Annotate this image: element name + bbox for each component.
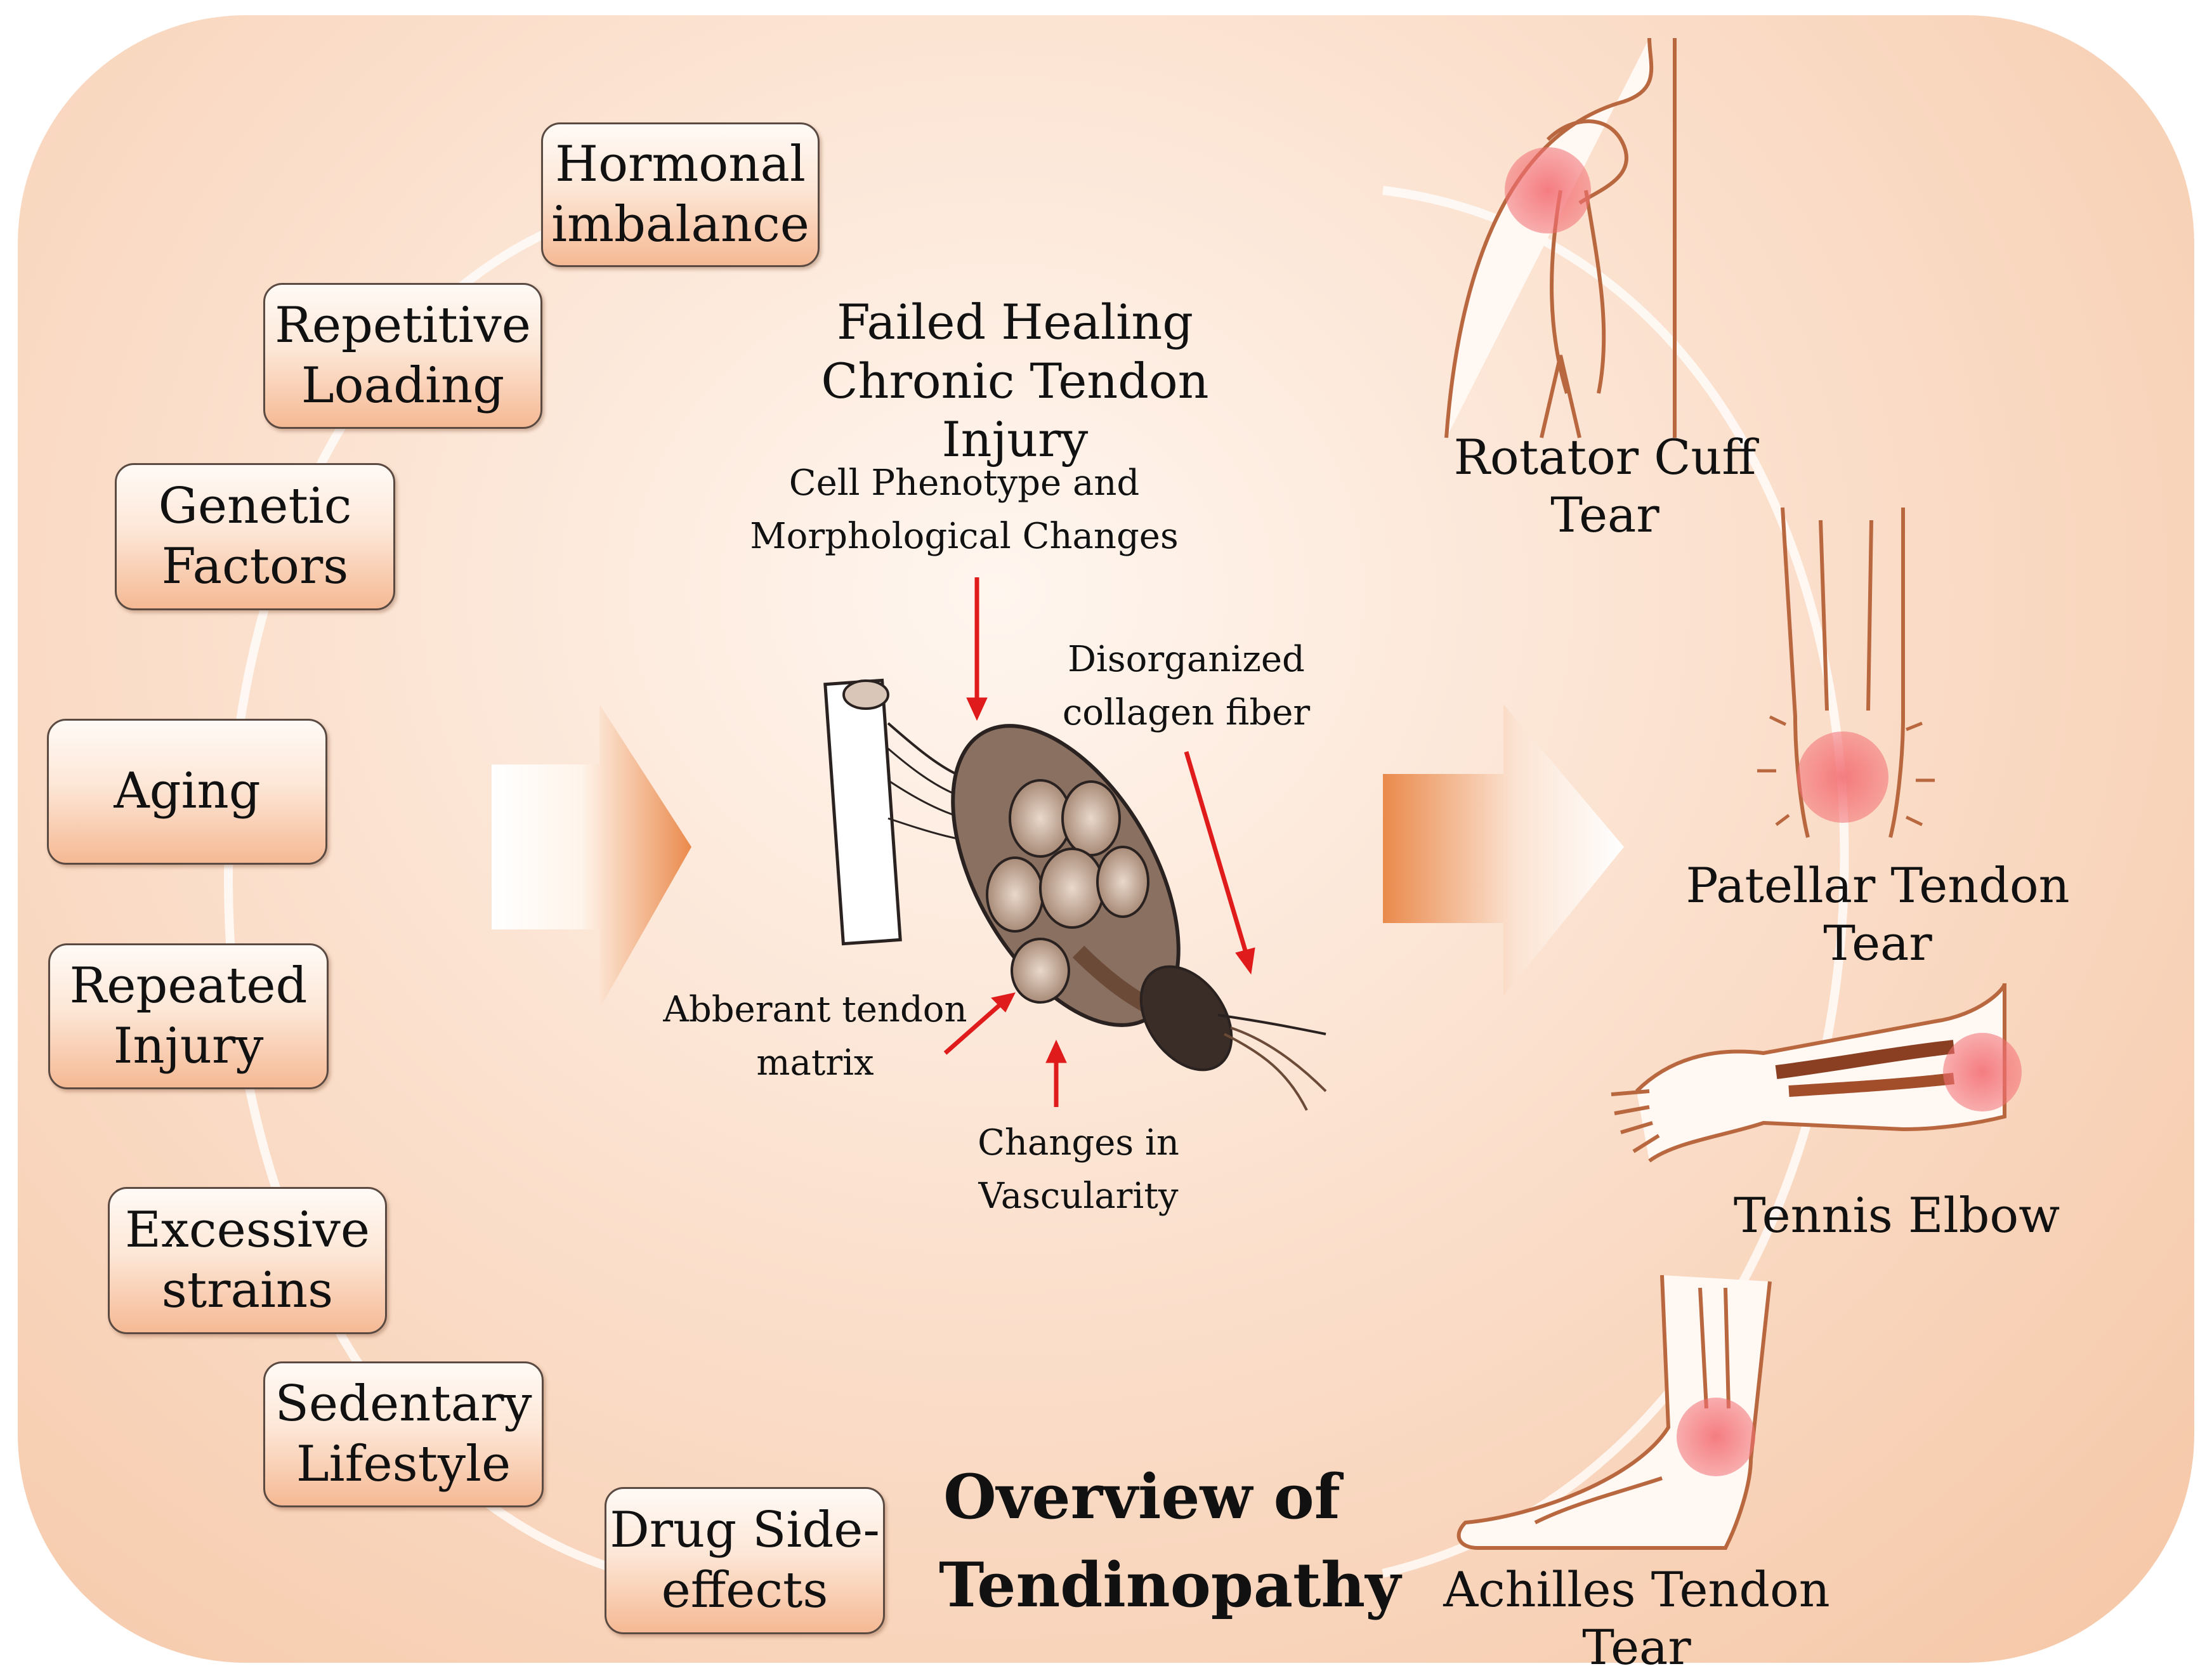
risk-factor-excessive-strains: Excessive strains — [108, 1187, 387, 1334]
ankle-foot-icon — [1456, 1275, 1772, 1550]
risk-factor-genetic-factors: Genetic Factors — [115, 463, 395, 610]
shoulder-icon — [1444, 37, 1677, 438]
condition-tennis-elbow: Tennis Elbow — [1733, 1187, 2060, 1243]
right-guide-arc — [1382, 186, 1849, 1578]
callout-matrix: Abberant tendon matrix — [663, 989, 967, 1084]
left-flow-arrow — [492, 704, 691, 1009]
condition-achilles-tendon-tear: Achilles Tendon Tear — [1443, 1561, 1830, 1676]
risk-factor-hormonal-imbalance: Hormonal imbalance — [541, 122, 820, 267]
pointer-collagen — [1184, 751, 1249, 955]
elbow-icon — [1611, 983, 2022, 1163]
risk-factor-repeated-injury: Repeated Injury — [48, 943, 329, 1089]
risk-factor-aging: Aging — [47, 719, 327, 865]
risk-factor-drug-side-effects: Drug Side- effects — [605, 1487, 885, 1634]
knee-icon — [1757, 507, 1935, 838]
right-flow-arrow — [1383, 704, 1624, 996]
risk-factor-sedentary-lifestyle: Sedentary Lifestyle — [263, 1361, 544, 1507]
callout-cell-phenotype: Cell Phenotype and Morphological Changes — [750, 462, 1179, 557]
callout-collagen: Disorganized collagen fiber — [1062, 639, 1311, 733]
tendon-illustration — [823, 678, 1327, 1111]
diagram-title: Overview of Tendinopathy — [939, 1461, 1401, 1622]
center-heading: Failed Healing Chronic Tendon Injury — [821, 294, 1209, 468]
pointer-matrix — [943, 1004, 1001, 1055]
condition-patellar-tendon-tear: Patellar Tendon Tear — [1685, 857, 2070, 972]
condition-rotator-cuff-tear: Rotator Cuff Tear — [1453, 429, 1757, 544]
risk-factor-repetitive-loading: Repetitive Loading — [263, 283, 542, 429]
pointer-arrows — [943, 577, 1255, 1107]
callout-vascularity: Changes in Vascularity — [978, 1122, 1179, 1217]
